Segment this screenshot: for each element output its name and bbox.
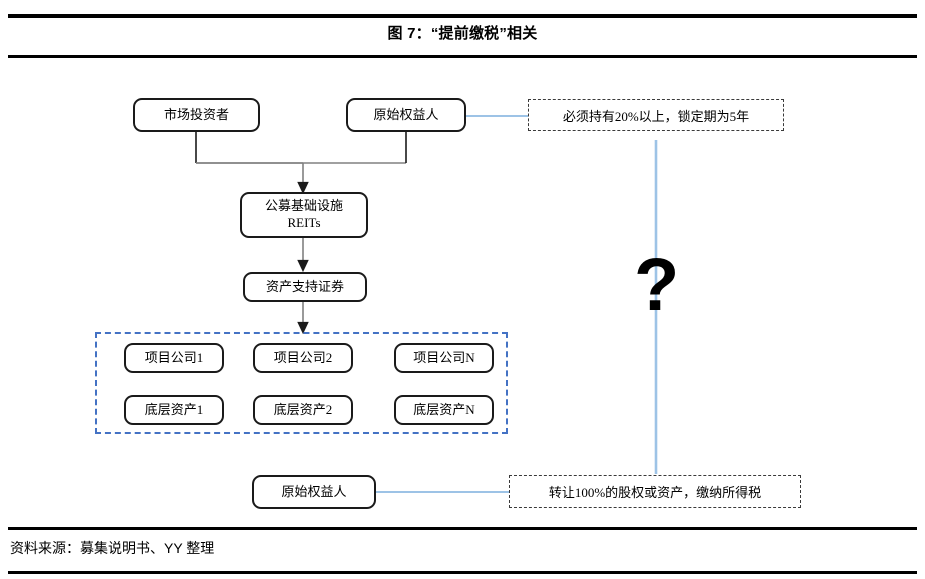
note-holding-requirement-label: 必须持有20%以上，锁定期为5年	[562, 108, 750, 124]
node-underlying-asset-2[interactable]: 底层资产2	[253, 395, 353, 425]
figure-title: 图 7：“提前缴税”相关	[387, 25, 538, 42]
diagram-canvas: 市场投资者 原始权益人 必须持有20%以上，锁定期为5年 公募基础设施 REIT…	[0, 58, 925, 527]
node-market-investor-label: 市场投资者	[163, 106, 229, 122]
note-transfer-tax[interactable]: 转让100%的股权或资产，缴纳所得税	[509, 475, 801, 508]
node-underlying-asset-n-label: 底层资产N	[413, 401, 475, 417]
node-underlying-asset-n[interactable]: 底层资产N	[394, 395, 494, 425]
node-project-company-2-label: 项目公司2	[273, 349, 333, 365]
node-original-owner-top-label: 原始权益人	[373, 106, 439, 122]
node-market-investor[interactable]: 市场投资者	[133, 98, 260, 132]
node-project-company-2[interactable]: 项目公司2	[253, 343, 353, 373]
node-public-reits-label: 公募基础设施 REITs	[264, 198, 343, 230]
node-abs-label: 资产支持证券	[265, 278, 344, 294]
diagram-connectors	[195, 115, 658, 493]
top-rule	[8, 14, 917, 18]
node-underlying-asset-1-label: 底层资产1	[144, 401, 204, 417]
bottom-rule	[8, 571, 917, 574]
question-mark-icon: ?	[634, 243, 680, 326]
node-original-owner-bottom[interactable]: 原始权益人	[252, 475, 376, 509]
node-underlying-asset-1[interactable]: 底层资产1	[124, 395, 224, 425]
node-underlying-asset-2-label: 底层资产2	[273, 401, 333, 417]
node-project-company-1[interactable]: 项目公司1	[124, 343, 224, 373]
node-project-company-n[interactable]: 项目公司N	[394, 343, 494, 373]
footer-rule	[8, 527, 917, 530]
note-transfer-tax-label: 转让100%的股权或资产，缴纳所得税	[548, 485, 762, 500]
figure-source: 资料来源：募集说明书、YY 整理	[10, 540, 215, 556]
title-underline-rule	[8, 55, 917, 58]
node-project-company-1-label: 项目公司1	[144, 349, 204, 365]
node-project-company-n-label: 项目公司N	[413, 349, 475, 365]
node-original-owner-top[interactable]: 原始权益人	[346, 98, 466, 132]
node-abs[interactable]: 资产支持证券	[243, 272, 367, 302]
node-original-owner-bottom-label: 原始权益人	[281, 483, 347, 499]
note-holding-requirement[interactable]: 必须持有20%以上，锁定期为5年	[528, 99, 784, 131]
node-public-reits[interactable]: 公募基础设施 REITs	[240, 192, 368, 238]
